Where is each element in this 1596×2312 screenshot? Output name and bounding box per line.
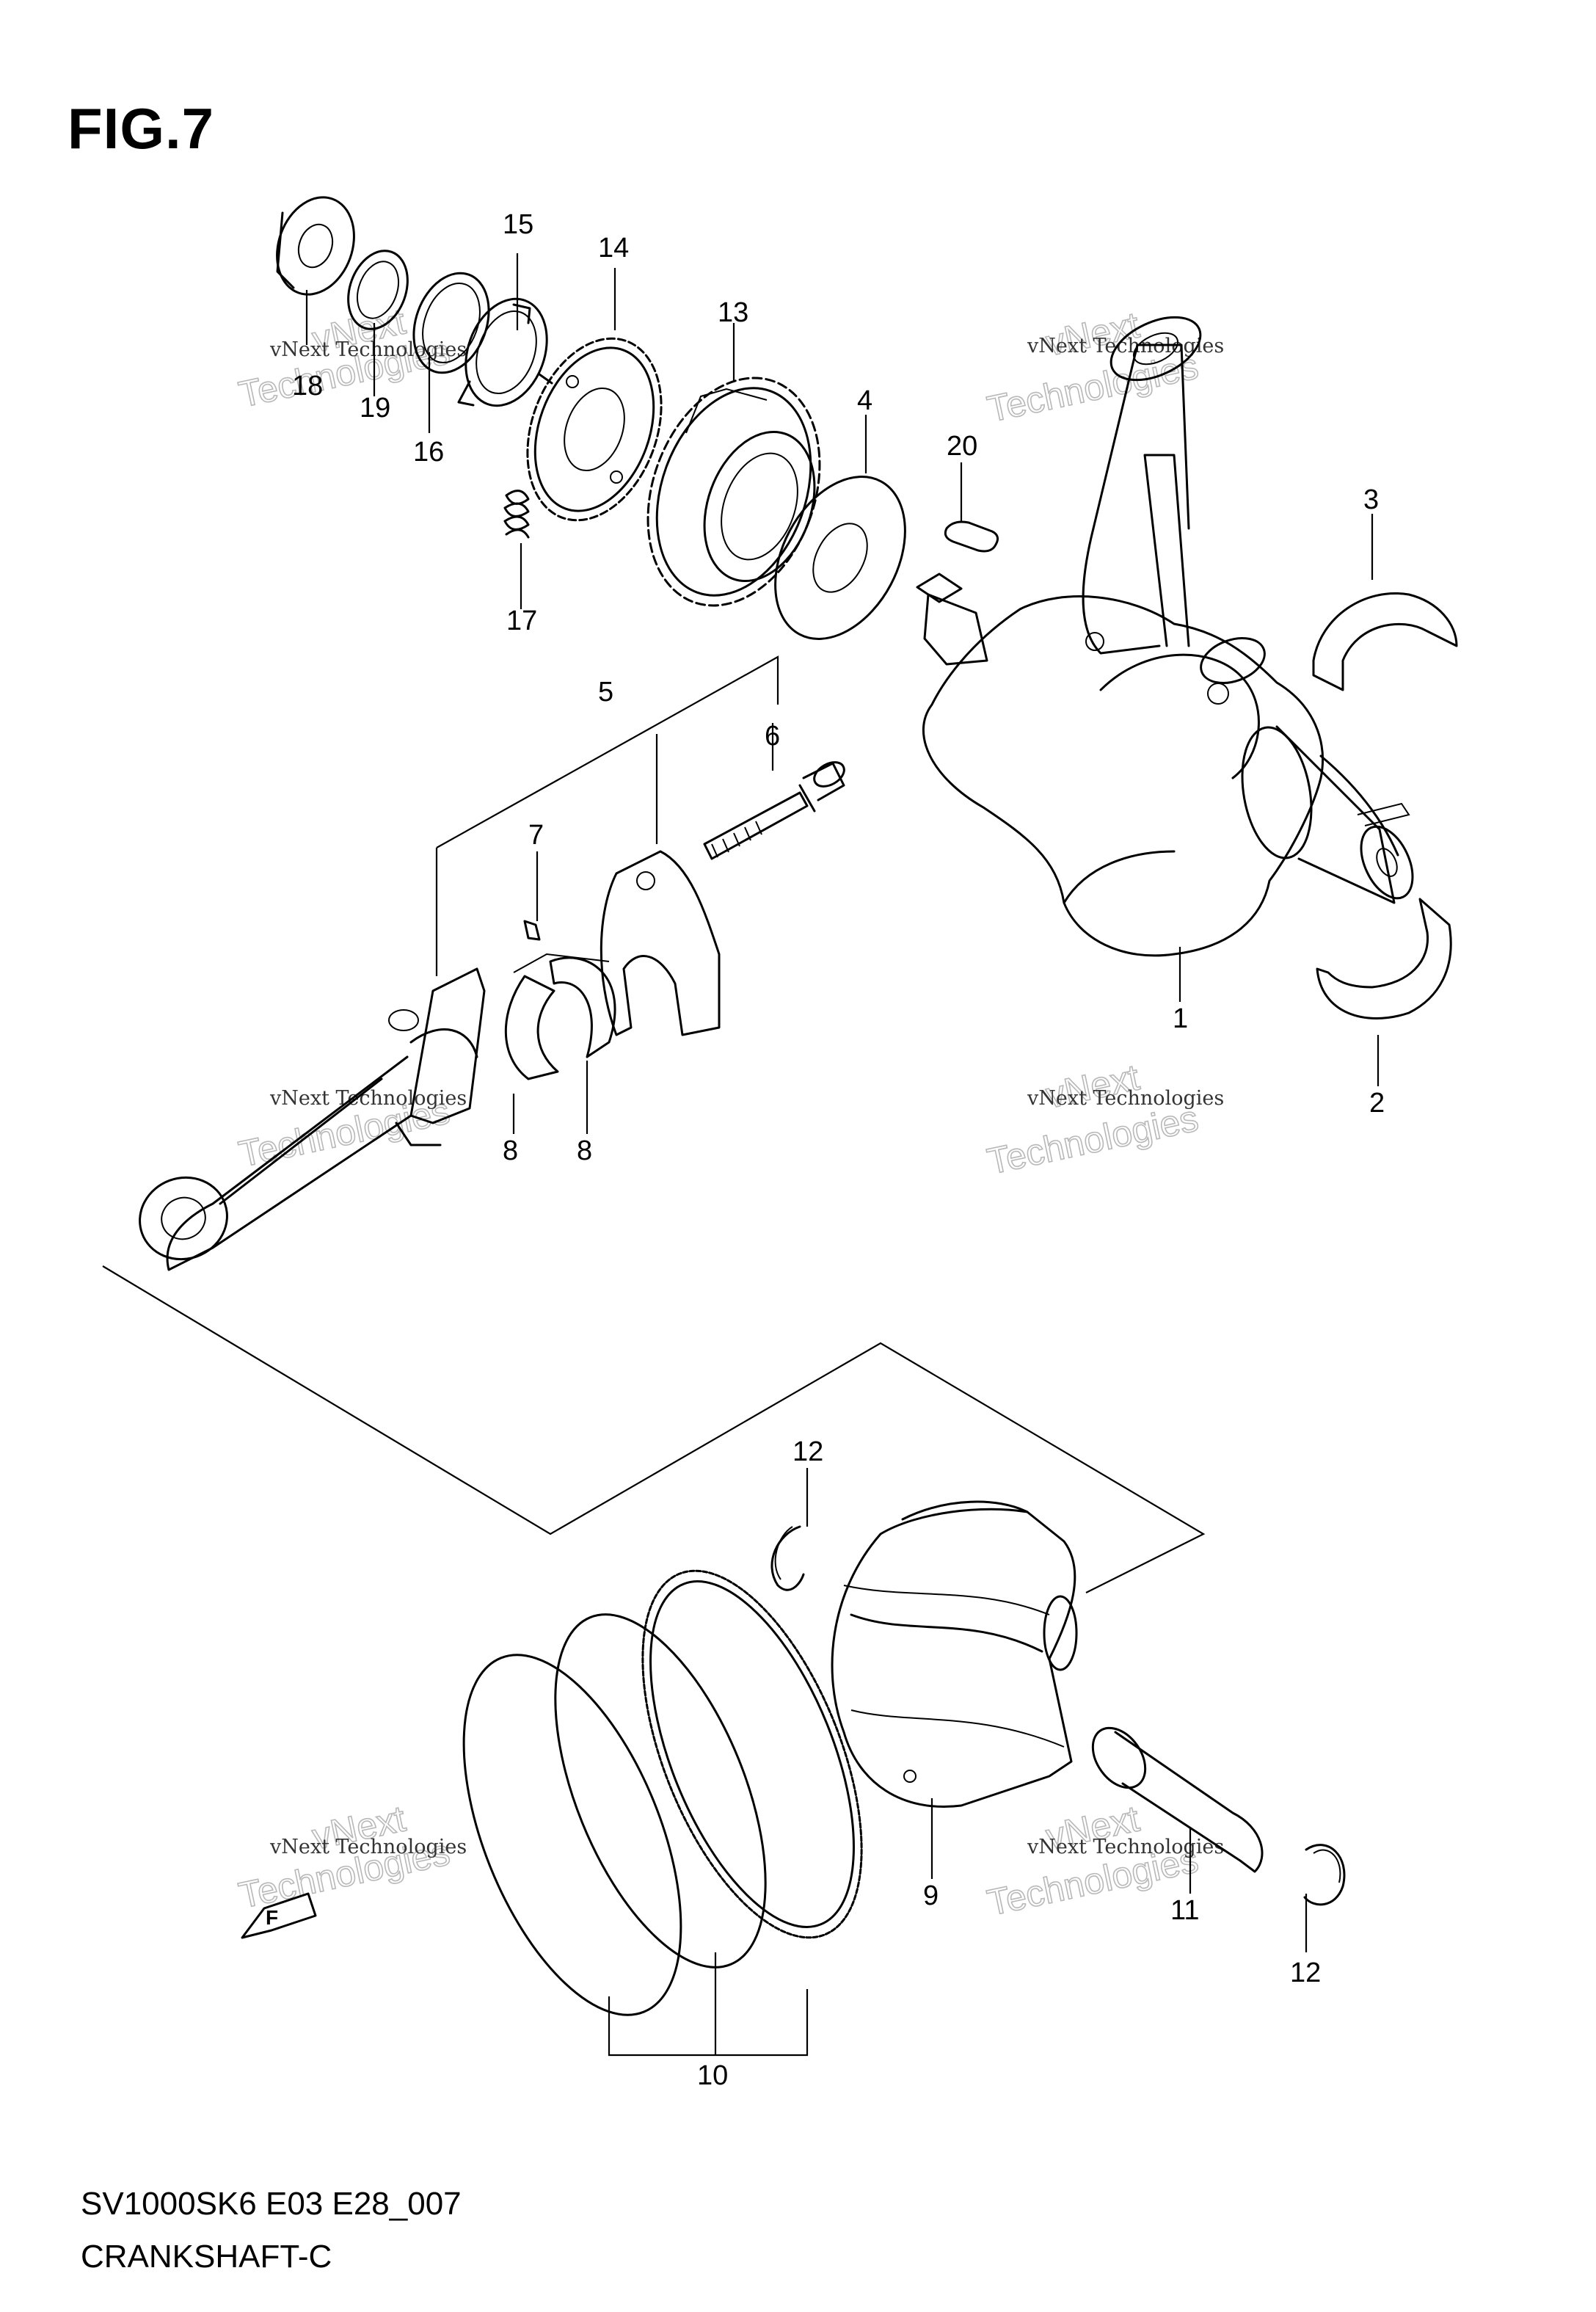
diagram-title: CRANKSHAFT-C <box>81 2239 332 2275</box>
callout-9: 9 <box>923 1880 939 1911</box>
watermark-bottom-left: Technologies vNext vNext Technologies <box>235 1797 467 1917</box>
callout-10: 10 <box>697 2060 728 2091</box>
part-1-crankshaft <box>916 316 1414 957</box>
part-6-conrod-bolt <box>703 761 845 860</box>
part-7-dowel-pin <box>523 920 541 941</box>
bracket-piston-group <box>102 1265 1206 1593</box>
callout-1: 1 <box>1173 1003 1188 1034</box>
callout-19: 19 <box>360 393 390 423</box>
callout-17: 17 <box>506 606 537 636</box>
part-8-conrod-bearing-b <box>513 953 616 1058</box>
callout-2: 2 <box>1369 1088 1385 1119</box>
svg-text:Technologies: Technologies <box>984 1097 1202 1182</box>
part-12-circlip-left <box>770 1525 805 1591</box>
part-10-piston-rings <box>462 1569 863 2016</box>
callout-13: 13 <box>718 297 748 328</box>
bracket-rings <box>608 1952 809 2057</box>
figure-title: FIG.7 <box>68 96 215 161</box>
part-14-drive-gear <box>526 337 663 522</box>
watermark-mid-right: Technologies vNext vNext Technologies <box>983 1056 1224 1183</box>
callout-18: 18 <box>292 371 323 401</box>
callout-20: 20 <box>947 431 977 462</box>
callout-14: 14 <box>598 233 629 263</box>
part-19-washer <box>347 250 409 330</box>
svg-text:vNext Technologies: vNext Technologies <box>1027 1087 1224 1110</box>
svg-text:vNext Technologies: vNext Technologies <box>1027 1836 1224 1858</box>
callout-11: 11 <box>1170 1895 1199 1926</box>
callout-numbers: 15 14 13 18 19 16 4 20 17 3 5 6 7 1 2 8 … <box>292 209 1385 2091</box>
callout-8b: 8 <box>577 1135 592 1166</box>
front-direction-arrow: F <box>241 1892 317 1939</box>
callout-7: 7 <box>528 820 544 851</box>
part-17-spring <box>503 490 530 539</box>
watermark-top-right: Technologies vNext vNext Technologies <box>983 304 1224 431</box>
part-16-lock-washer <box>412 272 490 374</box>
callout-6: 6 <box>765 721 780 752</box>
part-5-connecting-rod <box>139 850 721 1271</box>
callout-12a: 12 <box>792 1436 823 1467</box>
diagram-code: SV1000SK6 E03 E28_007 <box>81 2186 462 2222</box>
part-18-nut <box>276 196 355 296</box>
part-11-piston-pin <box>1091 1726 1264 1873</box>
callout-16: 16 <box>413 437 444 468</box>
part-9-piston <box>831 1500 1078 1808</box>
bracket-conrod-group <box>435 655 779 976</box>
part-4-thrust-washer <box>774 476 906 640</box>
part-2-crank-bearing-lower <box>1316 898 1452 1019</box>
svg-text:vNext Technologies: vNext Technologies <box>269 338 467 361</box>
part-3-crank-bearing-upper <box>1312 592 1458 691</box>
part-20-key <box>944 520 999 553</box>
callout-5: 5 <box>598 677 613 708</box>
part-15-tab-washer <box>457 297 553 407</box>
leader-lines <box>305 253 1380 1952</box>
svg-text:F: F <box>266 1906 278 1929</box>
callout-4: 4 <box>857 385 872 416</box>
svg-text:Technologies: Technologies <box>984 345 1202 429</box>
part-13-primary-gear <box>646 377 821 607</box>
callout-15: 15 <box>503 209 533 240</box>
part-12-circlip-right <box>1303 1844 1346 1906</box>
callout-12b: 12 <box>1290 1957 1321 1988</box>
callout-3: 3 <box>1363 484 1379 515</box>
svg-text:vNext Technologies: vNext Technologies <box>269 1087 467 1110</box>
svg-text:vNext Technologies: vNext Technologies <box>269 1836 467 1858</box>
part-8-conrod-bearing-a <box>504 975 559 1080</box>
callout-8a: 8 <box>503 1135 518 1166</box>
